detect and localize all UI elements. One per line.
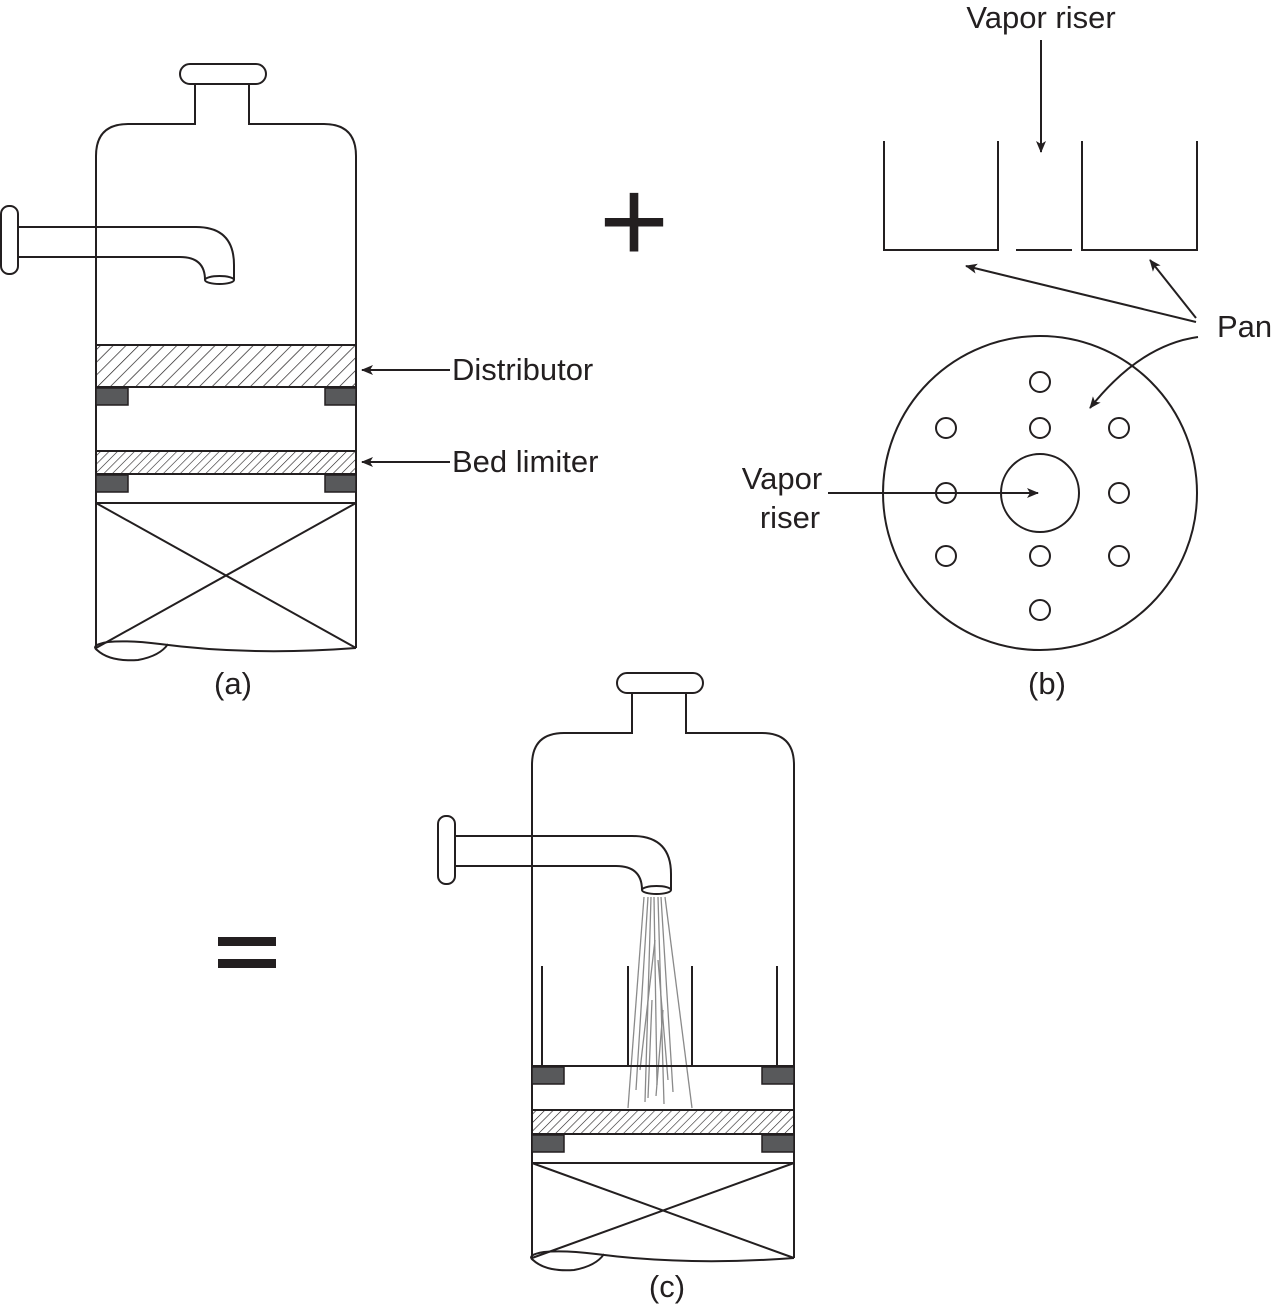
gasket bbox=[531, 1066, 565, 1085]
pan-side-view bbox=[883, 141, 1198, 251]
equals-operator bbox=[218, 937, 276, 968]
liquid-spray bbox=[627, 896, 693, 1109]
vapor-riser-label-line2: riser bbox=[760, 500, 820, 535]
column-break-line bbox=[530, 1250, 795, 1272]
gasket bbox=[761, 1134, 795, 1153]
distributor-label: Distributor bbox=[452, 352, 593, 387]
feed-pipe bbox=[0, 205, 235, 285]
gasket bbox=[324, 387, 357, 406]
panel-c-label: (c) bbox=[649, 1269, 685, 1304]
vapor-riser-label-line1: Vapor bbox=[742, 461, 822, 496]
panel-b-label: (b) bbox=[1028, 666, 1066, 701]
top-nozzle-cap bbox=[616, 672, 704, 694]
packed-bed bbox=[95, 502, 357, 649]
column-shell bbox=[95, 84, 357, 648]
bed-limiter-plate bbox=[95, 450, 357, 475]
gasket bbox=[95, 387, 129, 406]
gasket bbox=[324, 474, 357, 493]
pan-arrow-left bbox=[965, 263, 1197, 323]
pan-label: Pan bbox=[1217, 309, 1272, 344]
gasket bbox=[95, 474, 129, 493]
bed-limiter-plate bbox=[531, 1109, 795, 1135]
bed-limiter-label: Bed limiter bbox=[452, 444, 598, 479]
panel-c-column bbox=[437, 672, 795, 1272]
top-nozzle-cap bbox=[179, 63, 267, 85]
plus-operator: + bbox=[599, 154, 669, 288]
pan-arrow-curved bbox=[1089, 336, 1199, 409]
panel-a-label: (a) bbox=[214, 666, 252, 701]
column-break-line bbox=[94, 640, 357, 662]
pan-holes bbox=[935, 371, 1130, 621]
vapor-riser-top-label: Vapor riser bbox=[966, 0, 1115, 35]
pan-arrow-right bbox=[1149, 259, 1197, 319]
panel-a-column bbox=[0, 63, 357, 662]
distributor-plate bbox=[95, 344, 357, 388]
gasket bbox=[761, 1066, 795, 1085]
packed-bed bbox=[531, 1162, 795, 1259]
column-shell bbox=[531, 693, 795, 1258]
feed-pipe bbox=[437, 815, 672, 895]
gasket bbox=[531, 1134, 565, 1153]
pan-walls bbox=[541, 966, 778, 1066]
